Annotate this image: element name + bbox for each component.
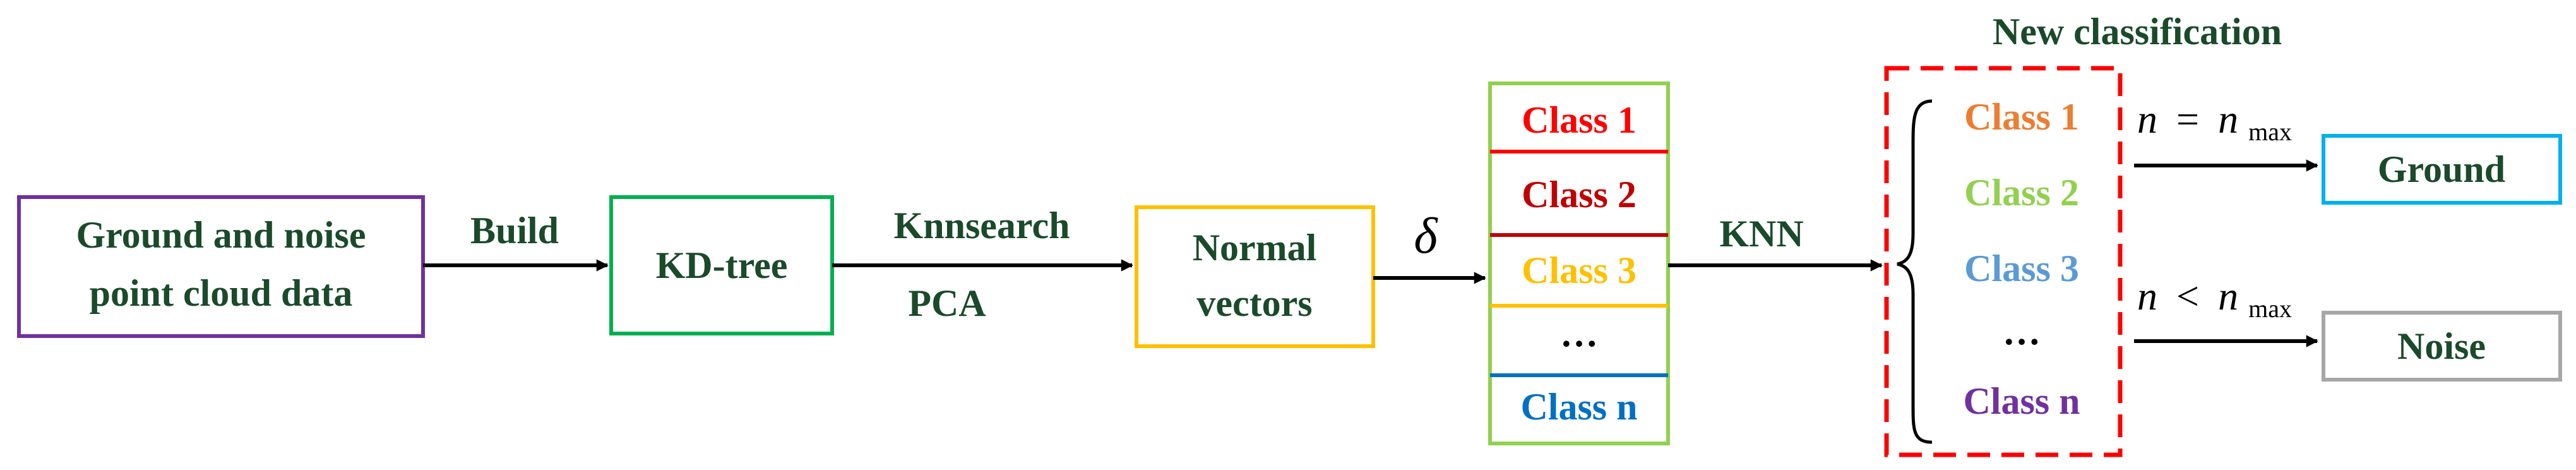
class-item-3: Class 3	[1522, 250, 1637, 291]
title-new-classification: New classification	[1993, 11, 2282, 52]
class-item-1: Class 1	[1522, 99, 1637, 141]
new-class-item-ellipsis: …	[2003, 311, 2041, 352]
noise-output-label: Noise	[2397, 325, 2486, 367]
cond-noise-op: <	[2176, 274, 2199, 318]
kdtree-label: KD-tree	[656, 244, 788, 286]
svg-text:n < n max: n < n max	[2137, 274, 2292, 323]
condition-ground: n = n max	[2137, 97, 2292, 146]
new-class-item-2: Class 2	[1964, 172, 2079, 214]
input-data-label-line1: Ground and noise	[76, 214, 366, 256]
new-class-item-n: Class n	[1963, 380, 2080, 422]
svg-text:n = n max: n = n max	[2137, 97, 2292, 146]
normal-vectors-label-line1: Normal	[1193, 227, 1317, 268]
class-item-n: Class n	[1520, 386, 1637, 428]
new-class-item-3: Class 3	[1964, 248, 2079, 289]
cond-ground-rhs: n	[2218, 97, 2238, 142]
new-class-item-1: Class 1	[1964, 96, 2079, 138]
class-item-ellipsis: …	[1560, 313, 1598, 354]
cond-noise-sub: max	[2248, 294, 2292, 323]
edge-label-knnsearch: Knnsearch	[894, 205, 1070, 246]
edge-label-build: Build	[470, 210, 559, 251]
condition-noise: n < n max	[2137, 274, 2292, 323]
ground-output-box	[2322, 134, 2562, 205]
new-classification-box	[1884, 66, 2123, 457]
cond-ground-op: =	[2176, 97, 2199, 142]
normal-vectors-label-line2: vectors	[1196, 282, 1312, 324]
cond-noise-lhs: n	[2137, 274, 2157, 318]
noise-output-box	[2322, 311, 2562, 382]
cond-ground-sub: max	[2248, 118, 2292, 146]
input-data-label-line2: point cloud data	[90, 272, 353, 314]
class-item-2: Class 2	[1522, 174, 1637, 215]
cond-noise-rhs: n	[2218, 274, 2238, 318]
ground-output-label: Ground	[2378, 148, 2505, 190]
cond-ground-lhs: n	[2137, 97, 2157, 142]
edge-label-delta: δ	[1414, 208, 1438, 264]
curly-brace	[1897, 99, 1933, 444]
edge-label-pca: PCA	[908, 282, 986, 324]
edge-label-knn: KNN	[1719, 213, 1803, 255]
